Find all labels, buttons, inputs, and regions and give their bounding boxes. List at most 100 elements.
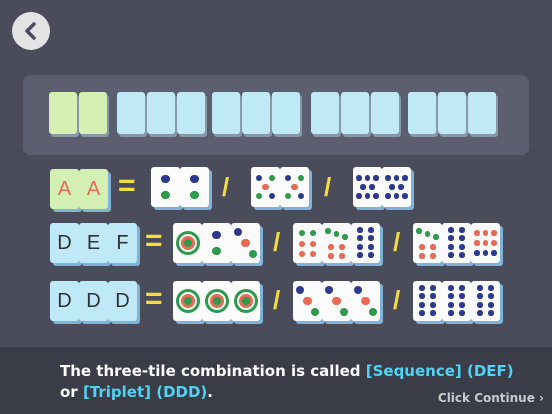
circle-pip-icon (459, 252, 465, 258)
separator-slash: / (273, 285, 281, 315)
circle-pip-icon (448, 227, 454, 233)
circle-pip-icon (389, 184, 395, 190)
circle-pip-icon (328, 244, 334, 250)
circle-tile (151, 167, 180, 207)
circle-pip-icon (482, 240, 489, 246)
pair-row: A A = / / (0, 163, 552, 211)
one-circle-icon (212, 297, 221, 305)
separator-slash: / (222, 172, 230, 202)
equals-sign: = (145, 282, 163, 315)
circle-pip-icon (459, 235, 465, 241)
circle-pip-icon (474, 250, 480, 256)
message-text: . (207, 383, 213, 401)
circle-pip-icon (356, 175, 362, 181)
circle-tile (413, 223, 442, 263)
circle-pip-icon (488, 302, 494, 308)
circle-pip-icon (339, 244, 345, 250)
one-circle-icon (183, 297, 192, 305)
circle-pip-icon (291, 183, 298, 191)
empty-slot (177, 92, 205, 134)
circle-pip-icon (339, 307, 349, 317)
circle-pip-icon (333, 231, 340, 237)
circle-tile (202, 223, 231, 263)
sequence-tile-f: F (108, 223, 137, 263)
circle-pip-icon (284, 192, 292, 200)
triplet-tile-d3: D (108, 281, 137, 321)
circle-pip-icon (398, 184, 404, 190)
circle-pip-icon (268, 174, 276, 182)
tile-letter: D (86, 289, 101, 312)
circle-pip-icon (339, 253, 345, 259)
circle-tile (471, 281, 500, 321)
circle-pip-icon (430, 302, 436, 308)
circle-tile (173, 281, 202, 321)
sequence-row: D E F = / / (0, 218, 552, 268)
circle-pip-icon (491, 250, 497, 256)
empty-slot (242, 92, 270, 134)
circle-pip-icon (477, 293, 483, 299)
empty-slot (272, 92, 300, 134)
empty-slot (79, 92, 107, 134)
circle-pip-icon (448, 285, 454, 291)
circle-pip-icon (373, 193, 379, 199)
circle-pip-icon (430, 285, 436, 291)
circle-tile (293, 223, 322, 263)
circle-pip-icon (459, 244, 465, 250)
circle-pip-icon (482, 230, 489, 236)
circle-pip-icon (212, 230, 221, 240)
tile-letter: D (57, 231, 72, 254)
circle-pip-icon (297, 174, 305, 182)
circle-pip-icon (488, 293, 494, 299)
circle-pip-icon (474, 230, 480, 236)
circle-pip-icon (332, 296, 341, 306)
circle-pip-icon (284, 174, 292, 182)
circle-pip-icon (491, 240, 497, 246)
circle-pip-icon (262, 183, 269, 191)
circle-pip-icon (419, 285, 425, 291)
tutorial-message: The three-tile combination is called [Se… (60, 361, 540, 403)
circle-pip-icon (190, 190, 199, 200)
sequence-tile-d: D (50, 223, 79, 263)
circle-pip-icon (190, 174, 199, 184)
circle-pip-icon (477, 310, 483, 316)
circle-pip-icon (369, 184, 375, 190)
circle-pip-icon (241, 238, 250, 248)
message-text: The three-tile combination is called (60, 362, 366, 380)
back-button[interactable] (12, 12, 50, 50)
circle-tile (202, 281, 231, 321)
circle-tile (180, 167, 209, 207)
triplet-row: D D D = / / (0, 276, 552, 326)
circle-pip-icon (430, 310, 436, 316)
circle-pip-icon (233, 227, 243, 237)
click-continue-button[interactable]: Click Continue › (437, 391, 544, 405)
circle-pip-icon (295, 285, 305, 295)
empty-slot (212, 92, 240, 134)
circle-pip-icon (385, 175, 391, 181)
circle-pip-icon (488, 310, 494, 316)
chevron-left-icon (25, 22, 36, 40)
circle-pip-icon (353, 285, 363, 295)
circle-pip-icon (368, 244, 374, 250)
circle-pip-icon (342, 234, 348, 240)
circle-pip-icon (356, 193, 362, 199)
circle-pip-icon (448, 293, 454, 299)
circle-pip-icon (298, 250, 306, 258)
circle-pip-icon (459, 293, 465, 299)
circle-pip-icon (364, 175, 371, 181)
empty-slot (438, 92, 466, 134)
circle-tile (251, 167, 280, 207)
circle-pip-icon (491, 230, 497, 236)
tile-letter: A (57, 177, 72, 200)
circle-pip-icon (430, 253, 436, 259)
circle-pip-icon (212, 246, 221, 256)
one-circle-icon (241, 297, 250, 305)
circle-pip-icon (368, 252, 374, 258)
circle-pip-icon (419, 244, 425, 250)
circle-pip-icon (419, 293, 425, 299)
empty-slot (49, 92, 77, 134)
equals-sign: = (118, 169, 136, 202)
circle-tile (413, 281, 442, 321)
circle-tile (442, 281, 471, 321)
circle-pip-icon (416, 228, 422, 234)
circle-pip-icon (309, 250, 317, 258)
